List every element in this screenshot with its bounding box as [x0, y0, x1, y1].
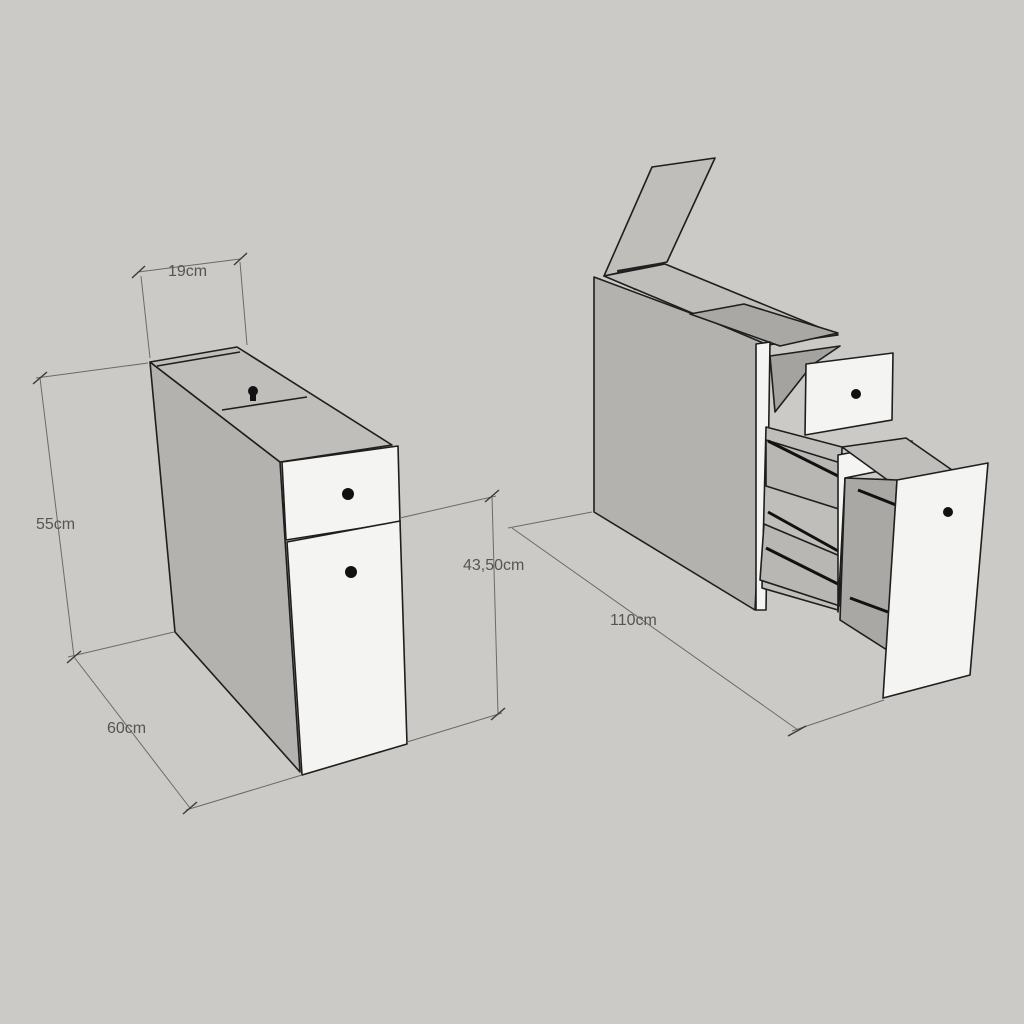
door-knob-icon	[345, 566, 357, 578]
open-depth-label: 110cm	[610, 612, 657, 629]
height-extension-top	[35, 362, 149, 379]
open-lid-panel	[603, 157, 716, 277]
open-depth-extension-back	[507, 511, 593, 529]
depth-dimension-line	[73, 656, 191, 809]
closed-cabinet-door-front	[286, 520, 408, 776]
width-extension-right	[239, 261, 248, 346]
rack-rail-upper-front	[857, 488, 897, 507]
width-tick-left	[131, 265, 146, 279]
open-drawer-knob-icon	[851, 389, 861, 399]
width-dimension-line	[137, 258, 241, 273]
lid-knob-stem	[250, 391, 256, 401]
depth-extension-front	[185, 774, 303, 811]
closed-cabinet-top-rim	[156, 351, 241, 367]
open-cabinet	[593, 157, 989, 699]
rack-knob-icon	[943, 507, 953, 517]
rack-rail-upper-back	[767, 439, 843, 480]
open-dimension-lines	[507, 511, 885, 737]
depth-label: 60cm	[107, 720, 146, 737]
width-tick-right	[233, 252, 248, 266]
rack-rail-lower-back	[765, 546, 843, 588]
dimension-labels: 19cm 55cm 60cm 43,50cm 110cm	[36, 263, 657, 737]
open-drawer-front	[804, 352, 894, 436]
width-extension-left	[140, 275, 151, 359]
open-depth-tick-front	[787, 725, 807, 737]
closed-cabinet	[149, 346, 408, 776]
lower-height-extension-bottom	[406, 712, 503, 743]
open-depth-extension-front	[791, 699, 885, 732]
rack-rail-mid	[767, 510, 841, 554]
lower-height-dimension-line	[491, 495, 499, 715]
open-cabinet-top-shelf	[689, 303, 839, 347]
width-label: 19cm	[168, 263, 207, 280]
lower-height-tick-top	[484, 489, 500, 503]
closed-dimension-lines	[32, 252, 506, 815]
open-depth-dimension-line	[511, 527, 799, 731]
depth-tick-front	[182, 801, 198, 815]
closed-cabinet-lid-seam	[221, 396, 308, 411]
height-dimension-line	[39, 377, 75, 658]
height-tick-top	[32, 371, 48, 385]
rack-front-panel	[882, 462, 989, 699]
drawer-knob-icon	[342, 488, 354, 500]
lower-height-label: 43,50cm	[463, 557, 524, 574]
rack-rail-lower-front	[849, 596, 889, 614]
height-extension-bottom	[67, 631, 175, 658]
lower-height-extension-top	[399, 495, 497, 519]
lower-height-tick-bottom	[490, 707, 506, 721]
height-label: 55cm	[36, 516, 75, 533]
closed-cabinet-top	[149, 346, 393, 463]
